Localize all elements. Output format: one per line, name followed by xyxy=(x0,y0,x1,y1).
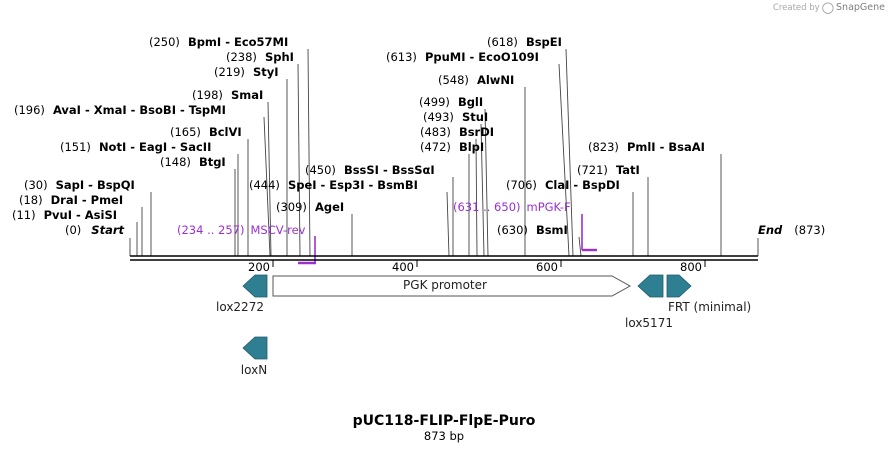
site-line-bspei xyxy=(565,48,574,257)
ruler-label-600: 600 xyxy=(536,260,558,274)
primer-mpgk-f-label: (631 .. 650)mPGK-F xyxy=(453,200,571,214)
feature-loxn-label: loxN xyxy=(241,363,267,377)
site-end: End(873) xyxy=(758,223,825,237)
site-labels: (0)Start (11)PvuI - AsiSI (18)DraI - Pme… xyxy=(12,35,825,237)
site-stui: (493)StuI xyxy=(423,110,488,124)
feature-frt-minimal-label: FRT (minimal) xyxy=(668,300,751,314)
site-blpi: (472)BlpI xyxy=(420,140,484,154)
site-bsrdi: (483)BsrDI xyxy=(420,125,494,139)
ruler-label-400: 400 xyxy=(392,260,414,274)
site-lines xyxy=(129,48,759,257)
site-line-bpmi xyxy=(307,48,311,257)
site-line-smai xyxy=(267,101,272,257)
site-pmli: (823)PmlI - BsaAI xyxy=(588,140,705,154)
site-bpmi: (250)BpmI - Eco57MI xyxy=(149,35,288,49)
site-avai: (196)AvaI - XmaI - BsoBI - TspMI xyxy=(14,103,226,117)
site-line-spei xyxy=(446,191,450,257)
watermark-brand: SnapGene xyxy=(836,2,885,13)
plasmid-title: pUC118-FLIP-FlpE-Puro xyxy=(353,413,536,429)
site-bsssi: (450)BssSI - BssSαI xyxy=(305,163,435,177)
feature-lox2272-arrow[interactable] xyxy=(242,274,268,298)
ruler-label-200: 200 xyxy=(248,260,270,274)
feature-lox2272-label: lox2272 xyxy=(216,300,264,314)
backbone xyxy=(130,255,758,261)
feature-lox5171-arrow[interactable] xyxy=(637,274,664,298)
site-line-bgli xyxy=(484,108,489,257)
features: lox2272 PGK promoter lox5171 FRT (minima… xyxy=(216,274,751,377)
site-tati: (721)TatI xyxy=(577,163,640,177)
site-drai: (18)DraI - PmeI xyxy=(19,193,123,207)
site-alwni: (548)AlwNI xyxy=(438,73,514,87)
site-line-sphi xyxy=(297,63,301,257)
site-line-bsrdi xyxy=(475,138,478,257)
ruler: 200 400 600 800 xyxy=(248,260,706,274)
site-bgli: (499)BglI xyxy=(419,95,483,109)
snapgene-logo-icon: ◯ xyxy=(821,1,835,14)
feature-pgk-promoter-label: PGK promoter xyxy=(403,278,487,292)
site-bclvi: (165)BclVI xyxy=(170,125,242,139)
site-btgi: (148)BtgI xyxy=(160,155,226,169)
site-bspei: (618)BspEI xyxy=(487,35,562,49)
snapgene-watermark: Created by ◯ SnapGene xyxy=(773,1,885,14)
primers: (234 .. 257)MSCV-rev (631 .. 650)mPGK-F xyxy=(177,200,597,265)
primer-mscv-rev-label: (234 .. 257)MSCV-rev xyxy=(177,223,306,237)
site-line-ppumi xyxy=(558,63,570,257)
feature-frt-minimal-arrow[interactable] xyxy=(666,274,692,298)
feature-loxn-arrow[interactable] xyxy=(242,336,268,360)
ruler-label-800: 800 xyxy=(680,260,702,274)
site-line-bsmi xyxy=(578,236,582,257)
watermark-prefix: Created by xyxy=(772,2,820,13)
feature-lox5171-label: lox5171 xyxy=(625,316,673,330)
site-styi: (219)StyI xyxy=(214,65,279,79)
site-agei: (309)AgeI xyxy=(276,200,344,214)
site-clai: (706)ClaI - BspDI xyxy=(506,178,620,192)
site-spei: (444)SpeI - Esp3I - BsmBI xyxy=(249,178,418,192)
site-smai: (198)SmaI xyxy=(192,88,263,102)
site-bsmi: (630)BsmI xyxy=(497,223,568,237)
site-start: (0)Start xyxy=(65,223,125,237)
site-noti: (151)NotI - EagI - SacII xyxy=(60,140,211,154)
site-pvui: (11)PvuI - AsiSI xyxy=(12,208,117,222)
plasmid-length: 873 bp xyxy=(424,429,464,443)
feature-pgk-promoter-arrow[interactable] xyxy=(272,275,632,297)
site-sphi: (238)SphI xyxy=(226,50,294,64)
site-ppumi: (613)PpuMI - EcoO109I xyxy=(386,50,539,64)
site-sapi: (30)SapI - BspQI xyxy=(24,178,135,192)
site-line-stui xyxy=(480,123,485,257)
site-line-avai xyxy=(263,116,271,257)
